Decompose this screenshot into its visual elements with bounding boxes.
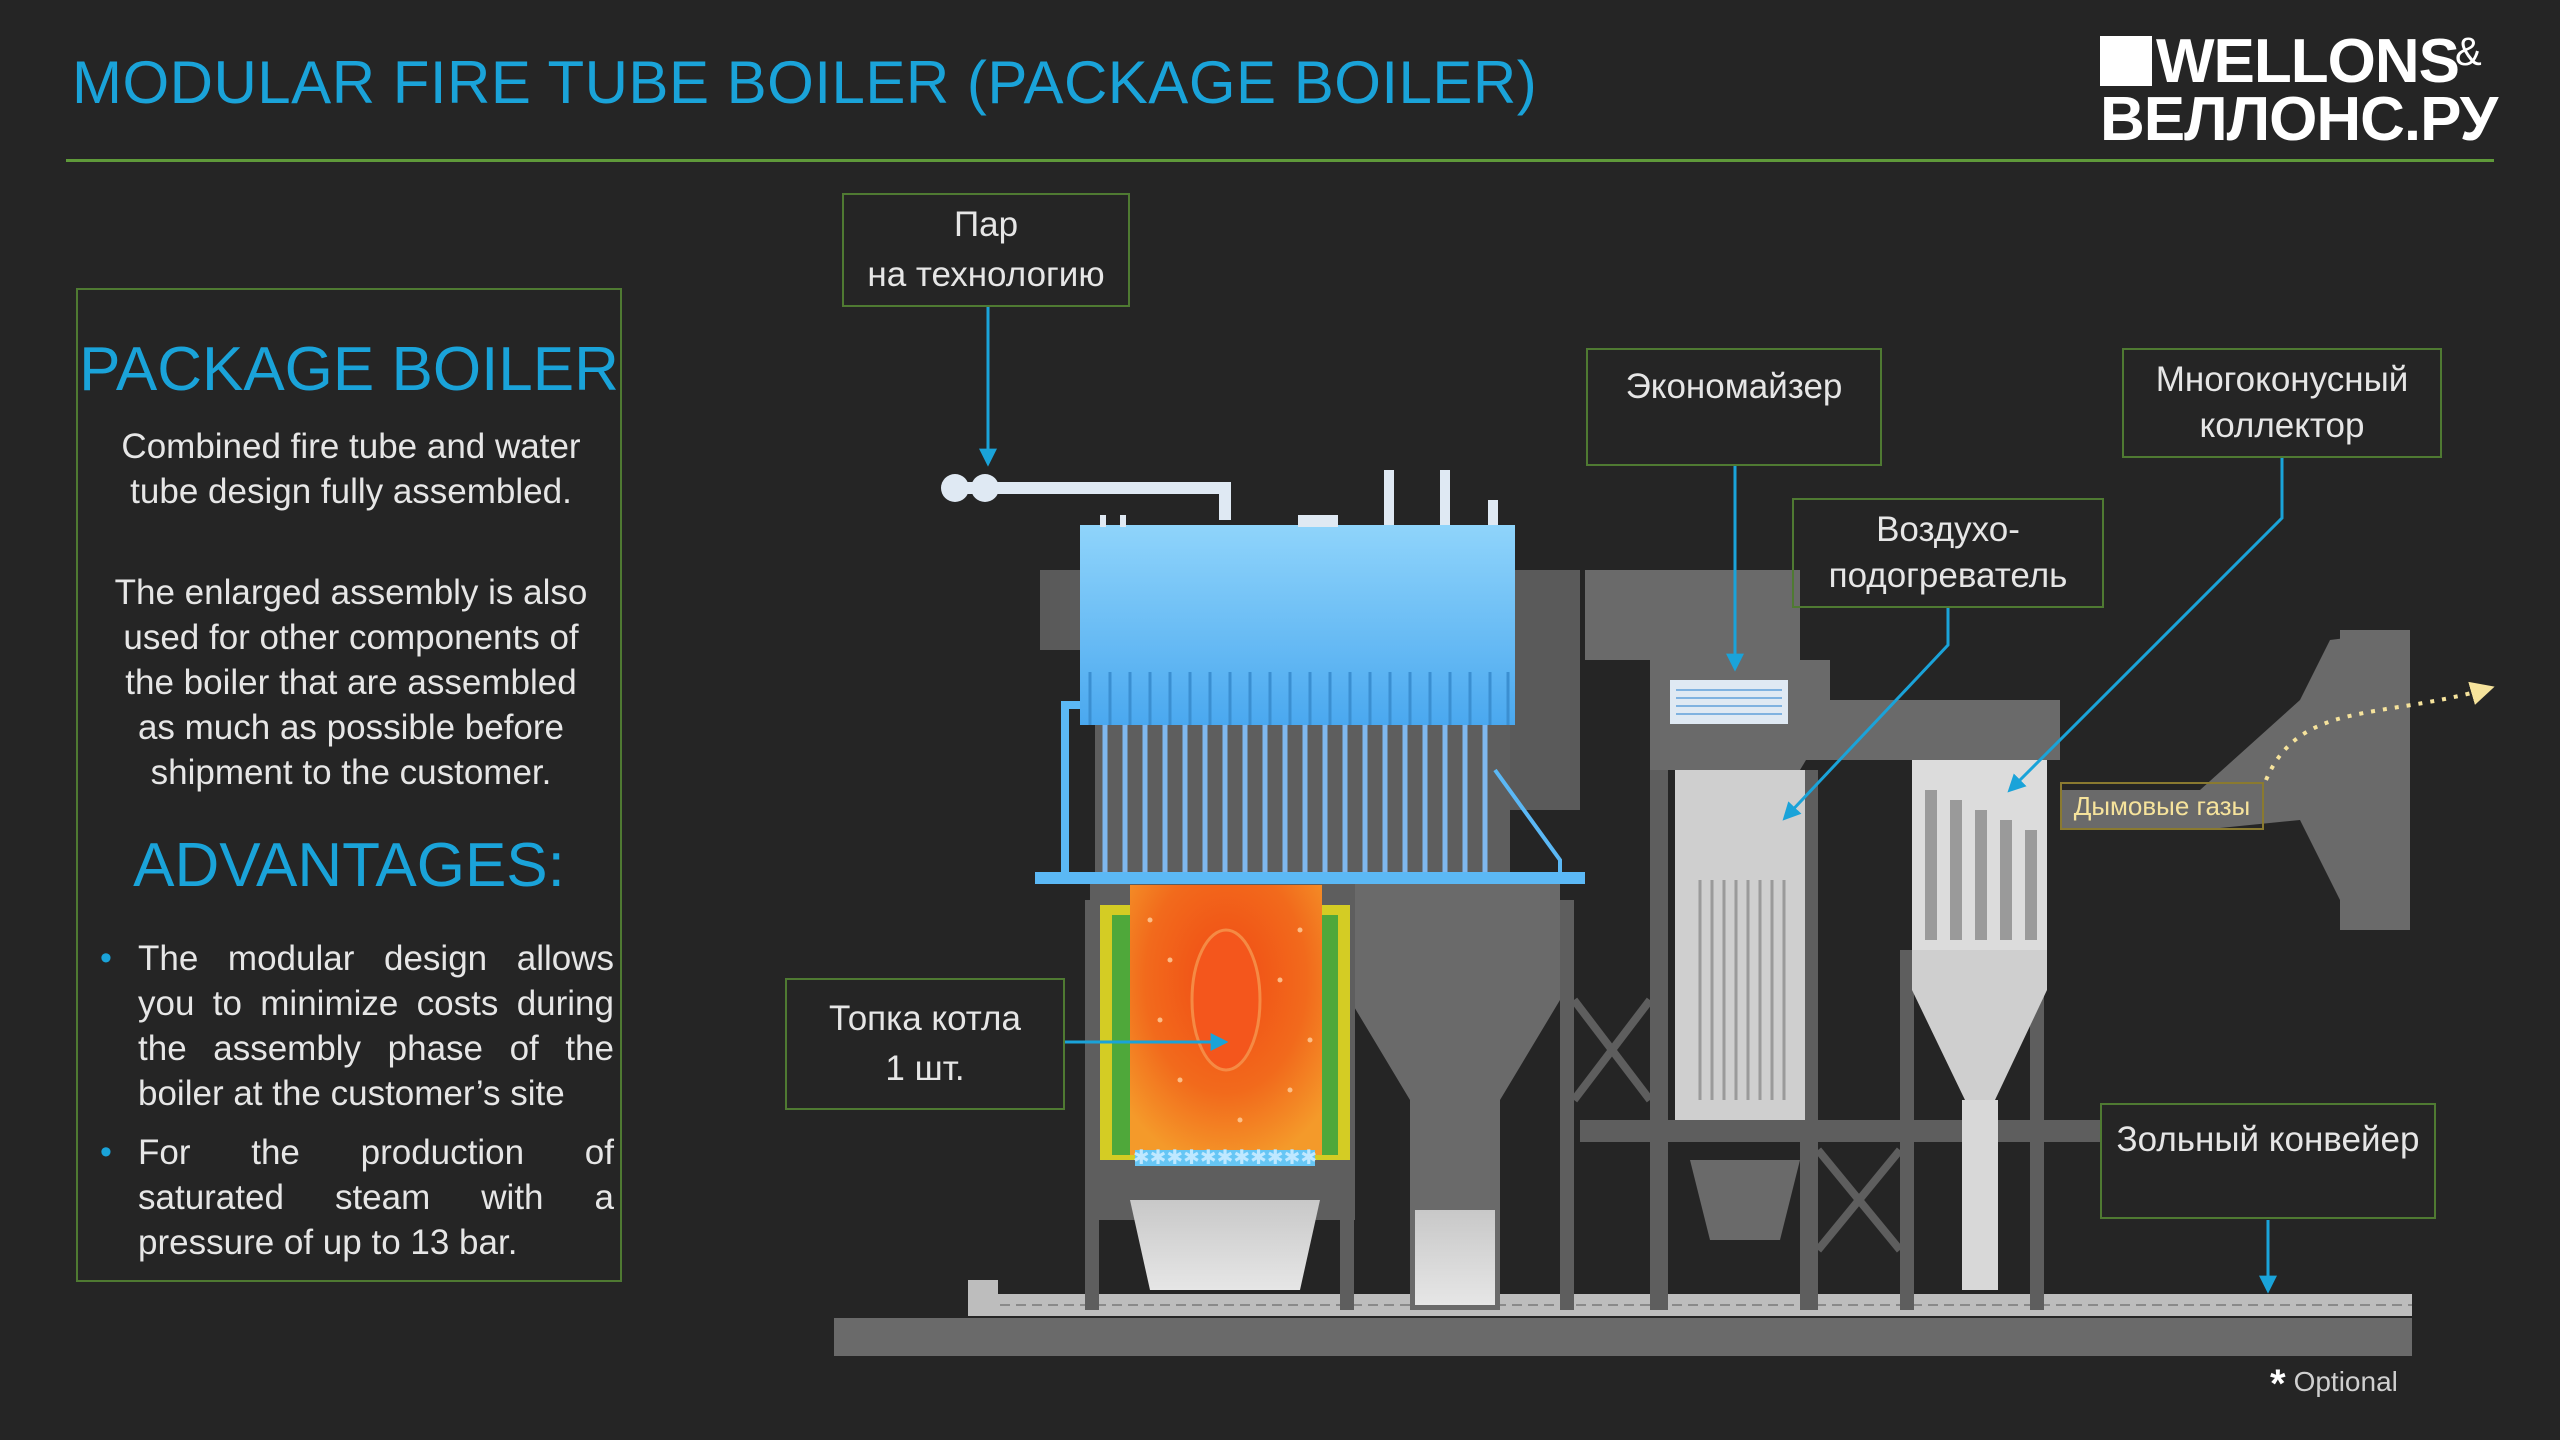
water-tube-bank <box>1102 720 1488 880</box>
label-furnace: Топка котла 1 шт. <box>785 978 1065 1110</box>
label-air-heater-line1: Воздухо- <box>1876 510 2020 549</box>
svg-text:✱✱✱✱✱✱✱✱✱✱✱: ✱✱✱✱✱✱✱✱✱✱✱ <box>1133 1145 1317 1169</box>
grit-hopper <box>1350 880 1560 1230</box>
label-steam-line1: Пар <box>953 205 1019 244</box>
page-title: MODULAR FIRE TUBE BOILER (PACKAGE BOILER… <box>72 49 1538 116</box>
panel-detail: The enlarged assembly is also used for o… <box>114 573 588 792</box>
lower-header <box>1035 872 1585 884</box>
advantages-list: • The modular design allows you to minimi… <box>78 936 618 1279</box>
label-multicyclone: Многоконусный коллектор <box>2122 348 2442 458</box>
label-flue-gas: Дымовые газы <box>2060 782 2264 830</box>
bullet-icon: • <box>100 939 112 977</box>
panel-heading: PACKAGE BOILER <box>79 335 619 404</box>
logo-ampersand: & <box>2455 30 2482 74</box>
company-logo: WELLONS & ВЕЛЛОНС.РУ <box>2100 26 2498 154</box>
logo-line1: WELLONS <box>2156 27 2460 96</box>
optional-text: Optional <box>2293 1366 2398 1397</box>
advantage-text: For the production of saturated steam wi… <box>138 1133 614 1262</box>
title-divider <box>66 159 2494 162</box>
logo-line2: ВЕЛЛОНС.РУ <box>2100 85 2498 154</box>
advantage-text: The modular design allows you to minimiz… <box>138 939 614 1113</box>
economizer <box>1670 680 1788 724</box>
label-economizer: Экономайзер <box>1586 348 1882 466</box>
optional-footnote: *Optional <box>2270 1362 2398 1407</box>
logo-mark-icon <box>2100 36 2152 86</box>
furnace-ash-hopper <box>1130 1200 1320 1290</box>
advantage-item: • For the production of saturated steam w… <box>78 1130 618 1265</box>
panel-intro: Combined fire tube and water tube design… <box>121 427 581 511</box>
asterisk: * <box>2270 1362 2286 1406</box>
floor-slab <box>834 1318 2412 1356</box>
advantage-item: • The modular design allows you to minimi… <box>78 936 618 1116</box>
label-air-heater: Воздухо- подогреватель <box>1792 498 2104 608</box>
label-steam-line2: на технологию <box>867 255 1105 294</box>
flue-gas-arrow <box>2264 681 2495 781</box>
label-ash-conveyor: Зольный конвейер <box>2100 1103 2436 1219</box>
label-multicyclone-line1: Многоконусный <box>2155 360 2409 399</box>
label-steam: Пар на технологию <box>842 193 1130 307</box>
label-air-heater-line2: подогреватель <box>1828 556 2068 595</box>
label-multicyclone-line2: коллектор <box>2199 406 2365 445</box>
steam-drum <box>1080 525 1515 725</box>
info-panel: PACKAGE BOILER Combined fire tube and wa… <box>76 288 622 1282</box>
label-furnace-line2: 1 шт. <box>885 1049 965 1088</box>
advantages-heading: ADVANTAGES: <box>133 831 565 900</box>
bullet-icon: • <box>100 1133 112 1171</box>
steam-pipe <box>955 482 1231 520</box>
label-furnace-line1: Топка котла <box>829 999 1021 1038</box>
